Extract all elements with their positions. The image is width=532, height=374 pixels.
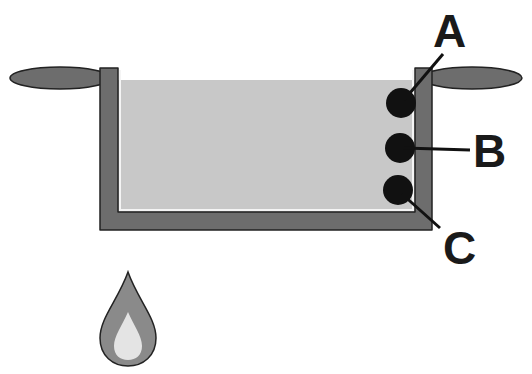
leader-line [402, 194, 440, 228]
point-label: C [443, 225, 476, 271]
flame-core [114, 312, 142, 360]
leader-line [404, 54, 443, 100]
pot-handle [422, 67, 522, 89]
water [118, 80, 416, 214]
pot-inner-edge [120, 70, 413, 210]
flame [100, 272, 156, 366]
point-label: B [473, 128, 506, 174]
pot-handle [10, 67, 110, 89]
point-label: A [433, 8, 466, 54]
pot-body [100, 68, 432, 230]
leader-line [404, 148, 470, 150]
